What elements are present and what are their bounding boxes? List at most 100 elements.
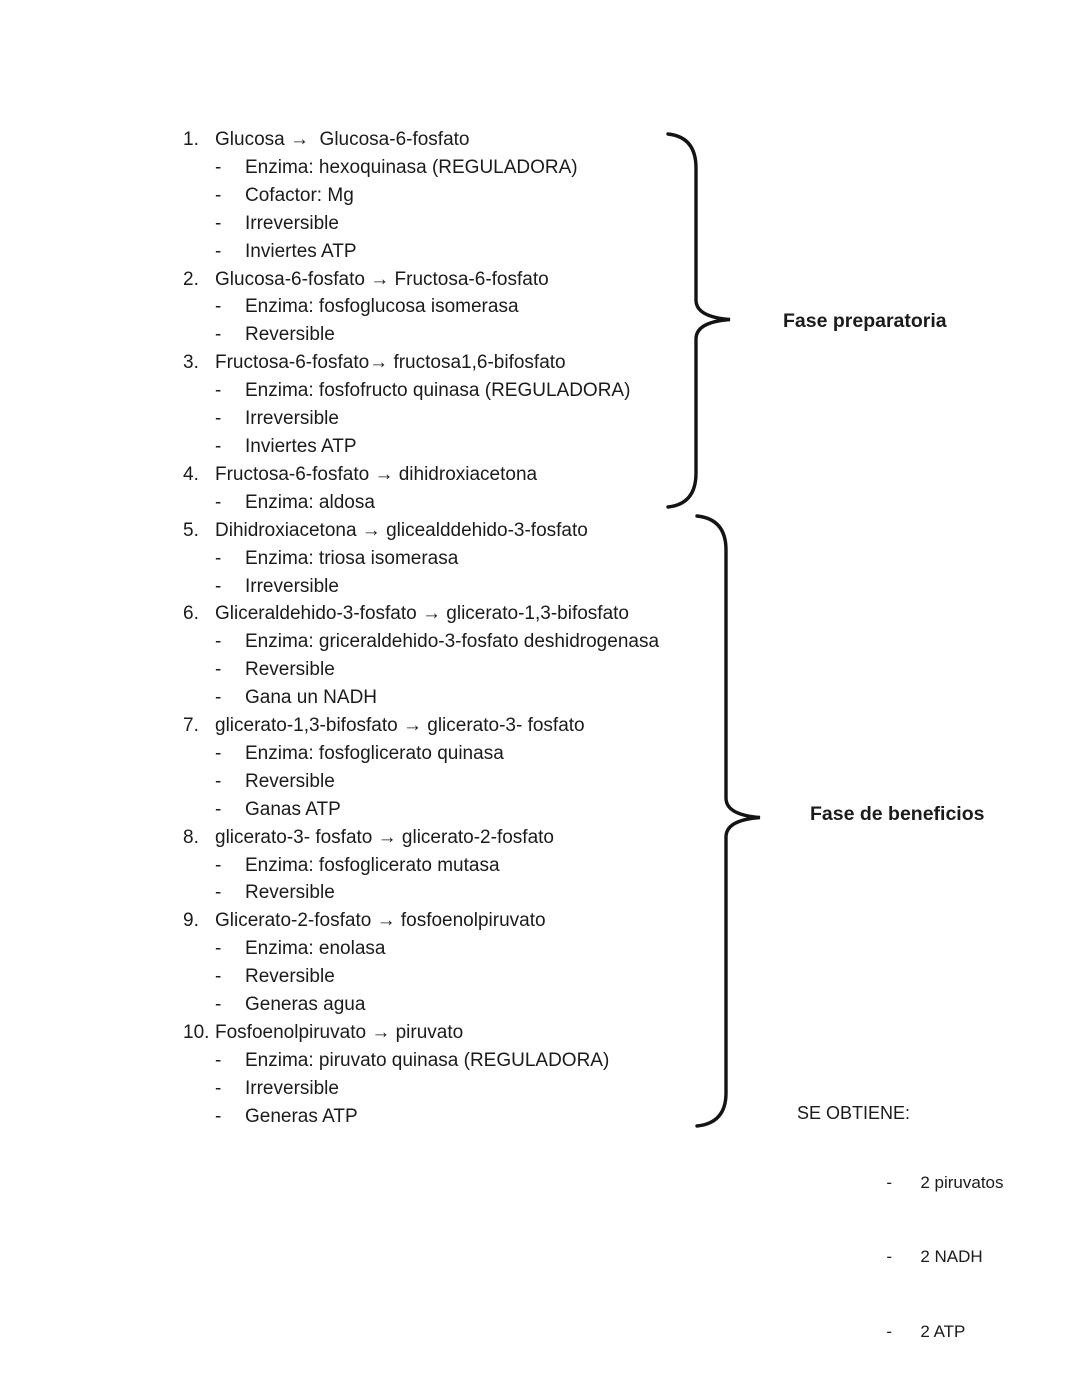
dash-bullet: - — [215, 380, 222, 402]
step-detail: Irreversible — [245, 212, 339, 234]
dash-bullet: - — [215, 854, 222, 876]
step-title-line: 2. Glucosa-6-fosfato → Fructosa-6-fosfato — [183, 266, 659, 294]
dash-bullet: - — [215, 742, 222, 764]
phase-label-beneficios: Fase de beneficios — [810, 803, 985, 825]
step-detail-line: - Irreversible — [215, 210, 659, 238]
dash-bullet: - — [215, 408, 222, 430]
step-detail-line: - Enzima: fosfofructo quinasa (REGULADORA… — [215, 377, 659, 405]
step-number: 9. — [183, 910, 199, 932]
step-title: Fosfoenolpiruvato → piruvato — [215, 1022, 464, 1043]
step-item: 2. Glucosa-6-fosfato → Fructosa-6-fosfato… — [183, 266, 659, 350]
step-detail: Enzima: fosfoglucosa isomerasa — [245, 296, 519, 318]
step-detail: Reversible — [245, 324, 335, 346]
phase-label-preparatoria: Fase preparatoria — [783, 310, 947, 332]
step-item: 5. Dihidroxiacetona → glicealddehido-3-fo… — [183, 517, 659, 601]
dash-bullet: - — [215, 1049, 222, 1071]
dash-bullet: - — [215, 184, 222, 206]
step-detail: Reversible — [245, 882, 335, 904]
step-detail-line: - Gana un NADH — [215, 684, 659, 712]
step-title: glicerato-1,3-bifosfato → glicerato-3- f… — [215, 715, 585, 737]
step-detail: Enzima: enolasa — [245, 938, 386, 960]
step-detail-line: -Irreversible — [215, 573, 659, 601]
step-detail: Irreversible — [245, 1077, 339, 1099]
step-detail-line: - Inviertes ATP — [215, 238, 659, 266]
dash-bullet: - — [215, 966, 222, 988]
step-detail: Enzima: aldosa — [245, 491, 375, 513]
step-detail-line: - Enzima: fosfoglucosa isomerasa — [215, 293, 659, 321]
step-detail-line: - Enzima: piruvato quinasa (REGULADORA) — [215, 1047, 659, 1075]
step-detail-line: -Generas ATP — [215, 1103, 659, 1131]
step-detail-line: -Reversible — [215, 656, 659, 684]
step-detail: Enzima: fosfoglicerato mutasa — [245, 854, 500, 876]
dash-bullet: - — [215, 938, 222, 960]
step-number: 5. — [183, 519, 199, 541]
step-title: Glucosa → Glucosa-6-fosfato — [215, 129, 470, 150]
results-list: -2 piruvatos - 2 NADH - 2 ATP — [858, 1146, 1004, 1369]
results-item: -2 piruvatos — [858, 1146, 1003, 1220]
step-detail: Irreversible — [245, 408, 339, 430]
step-title-line: 3. Fructosa-6-fosfato→ fructosa1,6-bifosf… — [183, 349, 659, 377]
step-detail: Enzima: triosa isomerasa — [245, 547, 459, 569]
step-title: Fructosa-6-fosfato→ fructosa1,6-bifosfat… — [215, 352, 566, 374]
step-detail: Enzima: piruvato quinasa (REGULADORA) — [245, 1049, 610, 1071]
step-number: 3. — [183, 352, 199, 374]
step-title-line: 8.glicerato-3- fosfato → glicerato-2-fos… — [183, 824, 659, 852]
dash-bullet: - — [215, 1105, 222, 1127]
results-heading: SE OBTIENE: — [797, 1103, 911, 1123]
dash-bullet: - — [886, 1247, 893, 1267]
step-detail: Generas agua — [245, 994, 366, 1016]
step-title: Glicerato-2-fosfato → fosfoenolpiruvato — [215, 910, 546, 932]
step-detail-line: -Ganas ATP — [215, 796, 659, 824]
step-item: 4.Fructosa-6-fosfato → dihidroxiacetona-… — [183, 461, 659, 517]
step-detail-line: - Enzima: aldosa — [215, 489, 659, 517]
step-title-line: 6.Gliceraldehido-3-fosfato → glicerato-1… — [183, 600, 659, 628]
results-item-text: 2 ATP — [920, 1321, 966, 1341]
step-title: glicerato-3- fosfato → glicerato-2-fosfa… — [215, 826, 554, 848]
step-detail-line: -Enzima: griceraldehido-3-fosfato deshid… — [215, 628, 659, 656]
dash-bullet: - — [215, 212, 222, 234]
step-title-line: 9. Glicerato-2-fosfato → fosfoenolpiruvat… — [183, 907, 659, 935]
step-number: 4. — [183, 463, 199, 485]
dash-bullet: - — [215, 324, 222, 346]
results-item: - 2 NADH — [858, 1220, 1004, 1294]
dash-bullet: - — [215, 575, 222, 597]
fase-preparatoria-brace-icon — [666, 132, 731, 509]
step-title: Glucosa-6-fosfato → Fructosa-6-fosfato — [215, 268, 549, 290]
dash-bullet: - — [215, 631, 222, 653]
step-detail-line: -Generas agua — [215, 991, 659, 1019]
step-title: Gliceraldehido-3-fosfato → glicerato-1,3… — [215, 603, 629, 625]
step-detail: Gana un NADH — [245, 687, 378, 709]
dash-bullet: - — [215, 687, 222, 709]
dash-bullet: - — [215, 770, 222, 792]
step-item: 10.Fosfoenolpiruvato → piruvato-Enzima: … — [183, 1019, 659, 1131]
step-detail-line: - Enzima: enolasa — [215, 935, 659, 963]
results-item: - 2 ATP — [858, 1295, 1004, 1369]
step-item: 7.glicerato-1,3-bifosfato → glicerato-3-… — [183, 712, 659, 824]
step-detail: Enzima: hexoquinasa (REGULADORA) — [245, 156, 578, 178]
dash-bullet: - — [215, 547, 222, 569]
step-detail-line: -Reversible — [215, 768, 659, 796]
dash-bullet: - — [215, 156, 222, 178]
dash-bullet: - — [215, 491, 222, 513]
step-title-line: 7.glicerato-1,3-bifosfato → glicerato-3-… — [183, 712, 659, 740]
dash-bullet: - — [886, 1321, 893, 1341]
step-detail: Inviertes ATP — [245, 240, 357, 262]
step-detail: Enzima: fosfofructo quinasa (REGULADORA) — [245, 380, 631, 402]
step-detail-line: -Reversible — [215, 879, 659, 907]
step-item: 6.Gliceraldehido-3-fosfato → glicerato-1… — [183, 600, 659, 712]
step-detail: Reversible — [245, 659, 335, 681]
dash-bullet: - — [215, 798, 222, 820]
results-item-text: 2 NADH — [920, 1247, 983, 1267]
step-detail-line: - Irreversible — [215, 405, 659, 433]
dash-bullet: - — [215, 296, 222, 318]
step-title-line: 4.Fructosa-6-fosfato → dihidroxiacetona — [183, 461, 659, 489]
step-title: Dihidroxiacetona → glicealddehido-3-fosf… — [215, 519, 588, 541]
step-detail-line: - Enzima: hexoquinasa (REGULADORA) — [215, 154, 659, 182]
step-detail-line: - Enzima: triosa isomerasa — [215, 545, 659, 573]
fase-beneficios-brace-icon — [695, 514, 761, 1128]
dash-bullet: - — [215, 240, 222, 262]
dash-bullet: - — [886, 1172, 893, 1192]
step-title-line: 10.Fosfoenolpiruvato → piruvato — [183, 1019, 659, 1047]
step-number: 1. — [183, 129, 199, 150]
step-number: 2. — [183, 268, 199, 290]
